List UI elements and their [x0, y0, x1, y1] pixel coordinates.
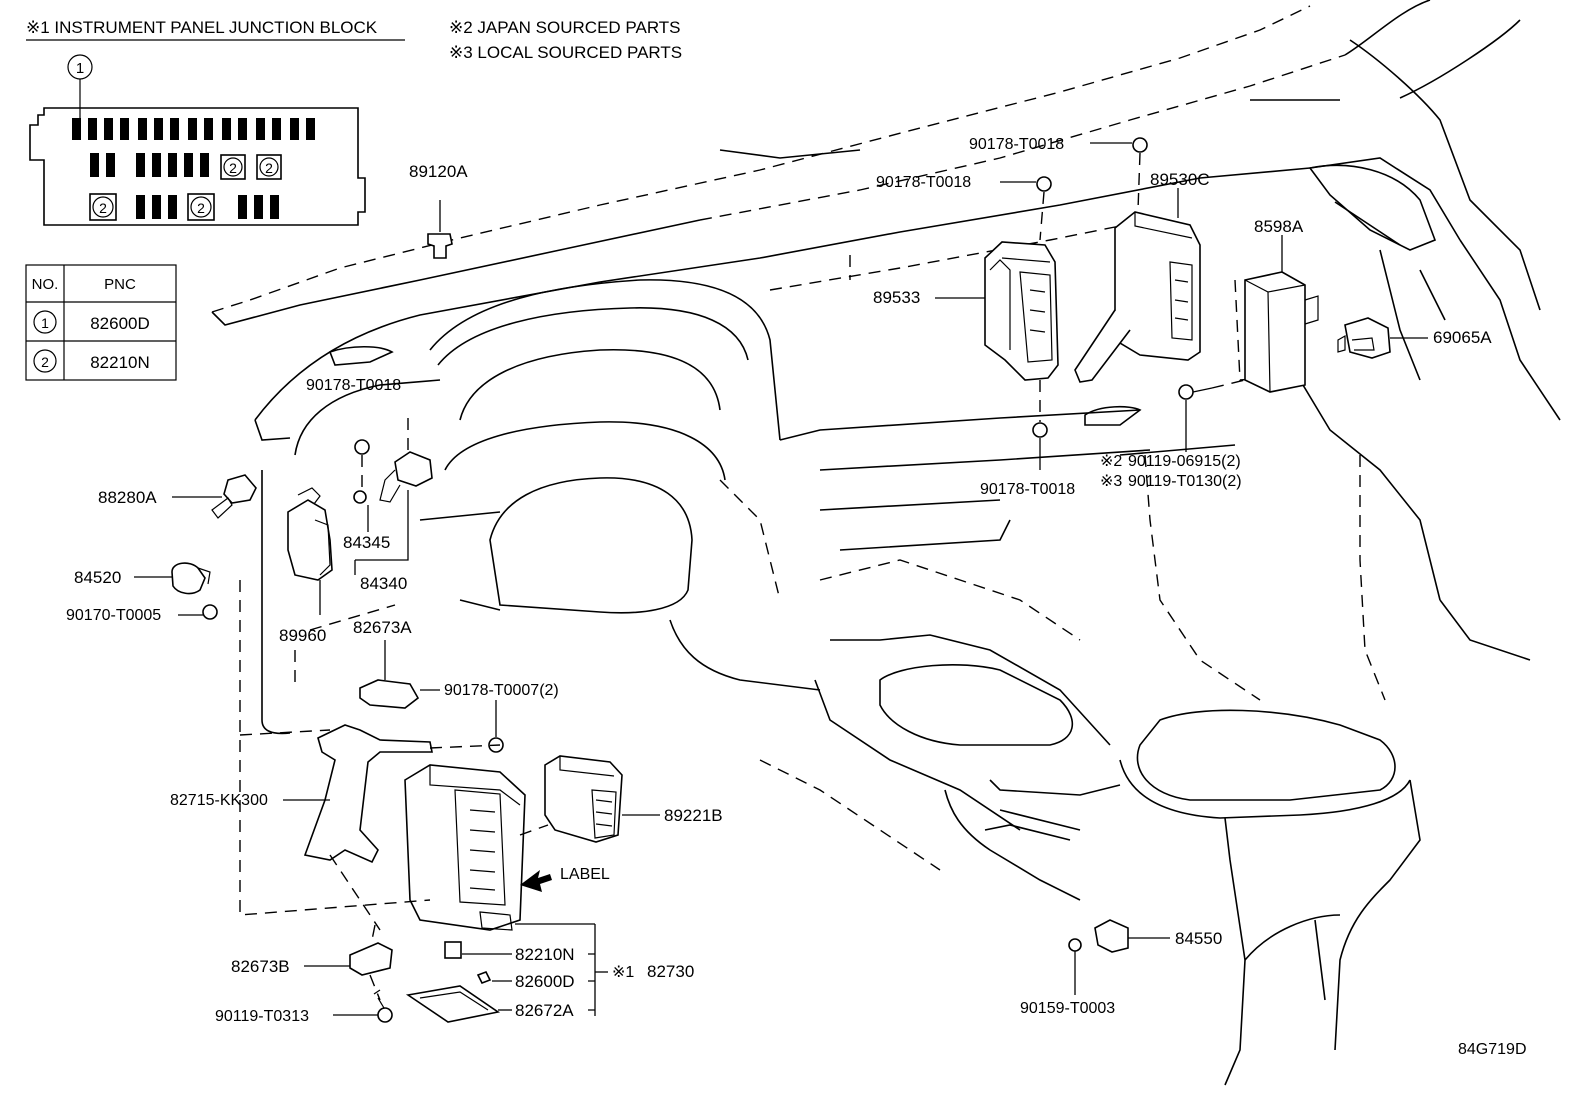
screw-90159-t0003 [1068, 938, 1082, 995]
part-label-88280a: 88280A [98, 488, 157, 507]
svg-text:2: 2 [197, 200, 205, 216]
part-label-82673b: 82673B [231, 957, 290, 976]
part-label-82673a: 82673A [353, 618, 412, 637]
nut-90178-t0018 [1000, 176, 1052, 241]
label-arrow [520, 870, 552, 892]
bolt-90119-t0313 [333, 989, 393, 1023]
bracket-82673a [359, 640, 420, 709]
table-row-no: 1 [41, 315, 49, 331]
table-row-no: 2 [41, 354, 49, 370]
switch-84550 [1094, 919, 1170, 953]
part-label-90178-t0007: 90178-T0007(2) [444, 682, 559, 699]
fuse-82210n [444, 941, 512, 959]
part-label-82210n: 82210N [515, 945, 575, 964]
table-header-no: NO. [32, 276, 59, 293]
cover-82672a [405, 985, 512, 1023]
bracket-82715-kk300 [283, 724, 433, 864]
junction-block-outline [29, 107, 366, 226]
part-label-89530c: 89530C [1150, 170, 1210, 189]
note-local-sourced: ※3 LOCAL SOURCED PARTS [449, 43, 682, 62]
part-label-90178-t0018: 90178-T0018 [980, 481, 1075, 498]
part-label-69065a: 69065A [1433, 328, 1492, 347]
clip-89120a [427, 200, 453, 259]
relay-8598a [1244, 235, 1319, 393]
nut-90178-t0018 [1090, 137, 1148, 211]
table-row-pnc: 82600D [90, 314, 150, 333]
part-label-8598a: 8598A [1254, 217, 1304, 236]
note-japan-sourced: ※2 JAPAN SOURCED PARTS [449, 18, 681, 37]
fuse-82600d [476, 970, 512, 985]
table-row-pnc: 82210N [90, 353, 150, 372]
connector-69065a [1337, 317, 1428, 359]
part-label-89960: 89960 [279, 626, 326, 645]
nut-90178-t0007 [420, 689, 504, 753]
part-label-84340: 84340 [360, 574, 407, 593]
part-label-82715-kk300: 82715-KK300 [170, 792, 268, 809]
svg-text:2: 2 [99, 200, 107, 216]
part-label-84550: 84550 [1175, 929, 1222, 948]
part-label-89533: 89533 [873, 288, 920, 307]
local-sourced-marker: ※3 [1100, 473, 1122, 490]
part-label-90119-t0313: 90119-T0313 [215, 1008, 309, 1025]
part-label-84345: 84345 [343, 533, 390, 552]
nut-90178-t0018 [1032, 380, 1048, 470]
label-callout: LABEL [560, 866, 610, 883]
instrument-panel-drawing [211, 0, 1561, 1086]
drawing-id: 84G719D [1458, 1041, 1527, 1058]
sensor-89530c [1074, 188, 1201, 383]
nut-90170-t0005 [178, 604, 218, 620]
switch-84520 [134, 562, 211, 595]
module-89960 [287, 487, 333, 615]
junction-block-marker: ※1 [612, 964, 634, 981]
junction-block-legend: ※1 INSTRUMENT PANEL JUNCTION BLOCK ※2 JA… [26, 18, 682, 226]
callout-labels: 89120A 90178-T0018 90178-T0018 89530C 85… [66, 136, 1527, 1058]
bolt-90119-06915 [1178, 379, 1246, 452]
ecu-89533 [935, 241, 1059, 381]
part-label-90119-t0130: 90119-T0130(2) [1128, 473, 1242, 490]
sensor-88280a [172, 474, 257, 519]
fuse-row-2: 2 2 [90, 153, 282, 180]
part-label-89221b: 89221B [664, 806, 723, 825]
part-label-84520: 84520 [74, 568, 121, 587]
part-label-90119-06915: 90119-06915(2) [1128, 453, 1241, 470]
bracket-82730 [515, 923, 608, 1016]
junction-block-82730 [404, 744, 526, 931]
part-label-90178-t0018: 90178-T0018 [306, 377, 401, 394]
fuse-row-1 [72, 118, 315, 140]
svg-text:2: 2 [229, 160, 237, 176]
bracket-82673b [304, 924, 393, 976]
pnc-table: NO. PNC 1 82600D 2 82210N [25, 264, 177, 381]
part-label-82600d: 82600D [515, 972, 575, 991]
part-label-90159-t0003: 90159-T0003 [1020, 1000, 1115, 1017]
switch-84340 [353, 418, 433, 575]
table-header-pnc: PNC [104, 276, 136, 293]
part-label-90170-t0005: 90170-T0005 [66, 607, 161, 624]
part-label-82672a: 82672A [515, 1001, 574, 1020]
part-label-90178-t0018: 90178-T0018 [969, 136, 1064, 153]
ecu-89221b [519, 755, 660, 843]
japan-sourced-marker: ※2 [1100, 453, 1122, 470]
part-label-90178-t0018: 90178-T0018 [876, 174, 971, 191]
part-label-89120a: 89120A [409, 162, 468, 181]
part-label-82730: 82730 [647, 962, 694, 981]
junction-block-title: ※1 INSTRUMENT PANEL JUNCTION BLOCK [26, 18, 378, 37]
svg-text:2: 2 [265, 160, 273, 176]
svg-text:1: 1 [76, 60, 84, 77]
fuse-row-3: 2 2 [89, 193, 279, 221]
